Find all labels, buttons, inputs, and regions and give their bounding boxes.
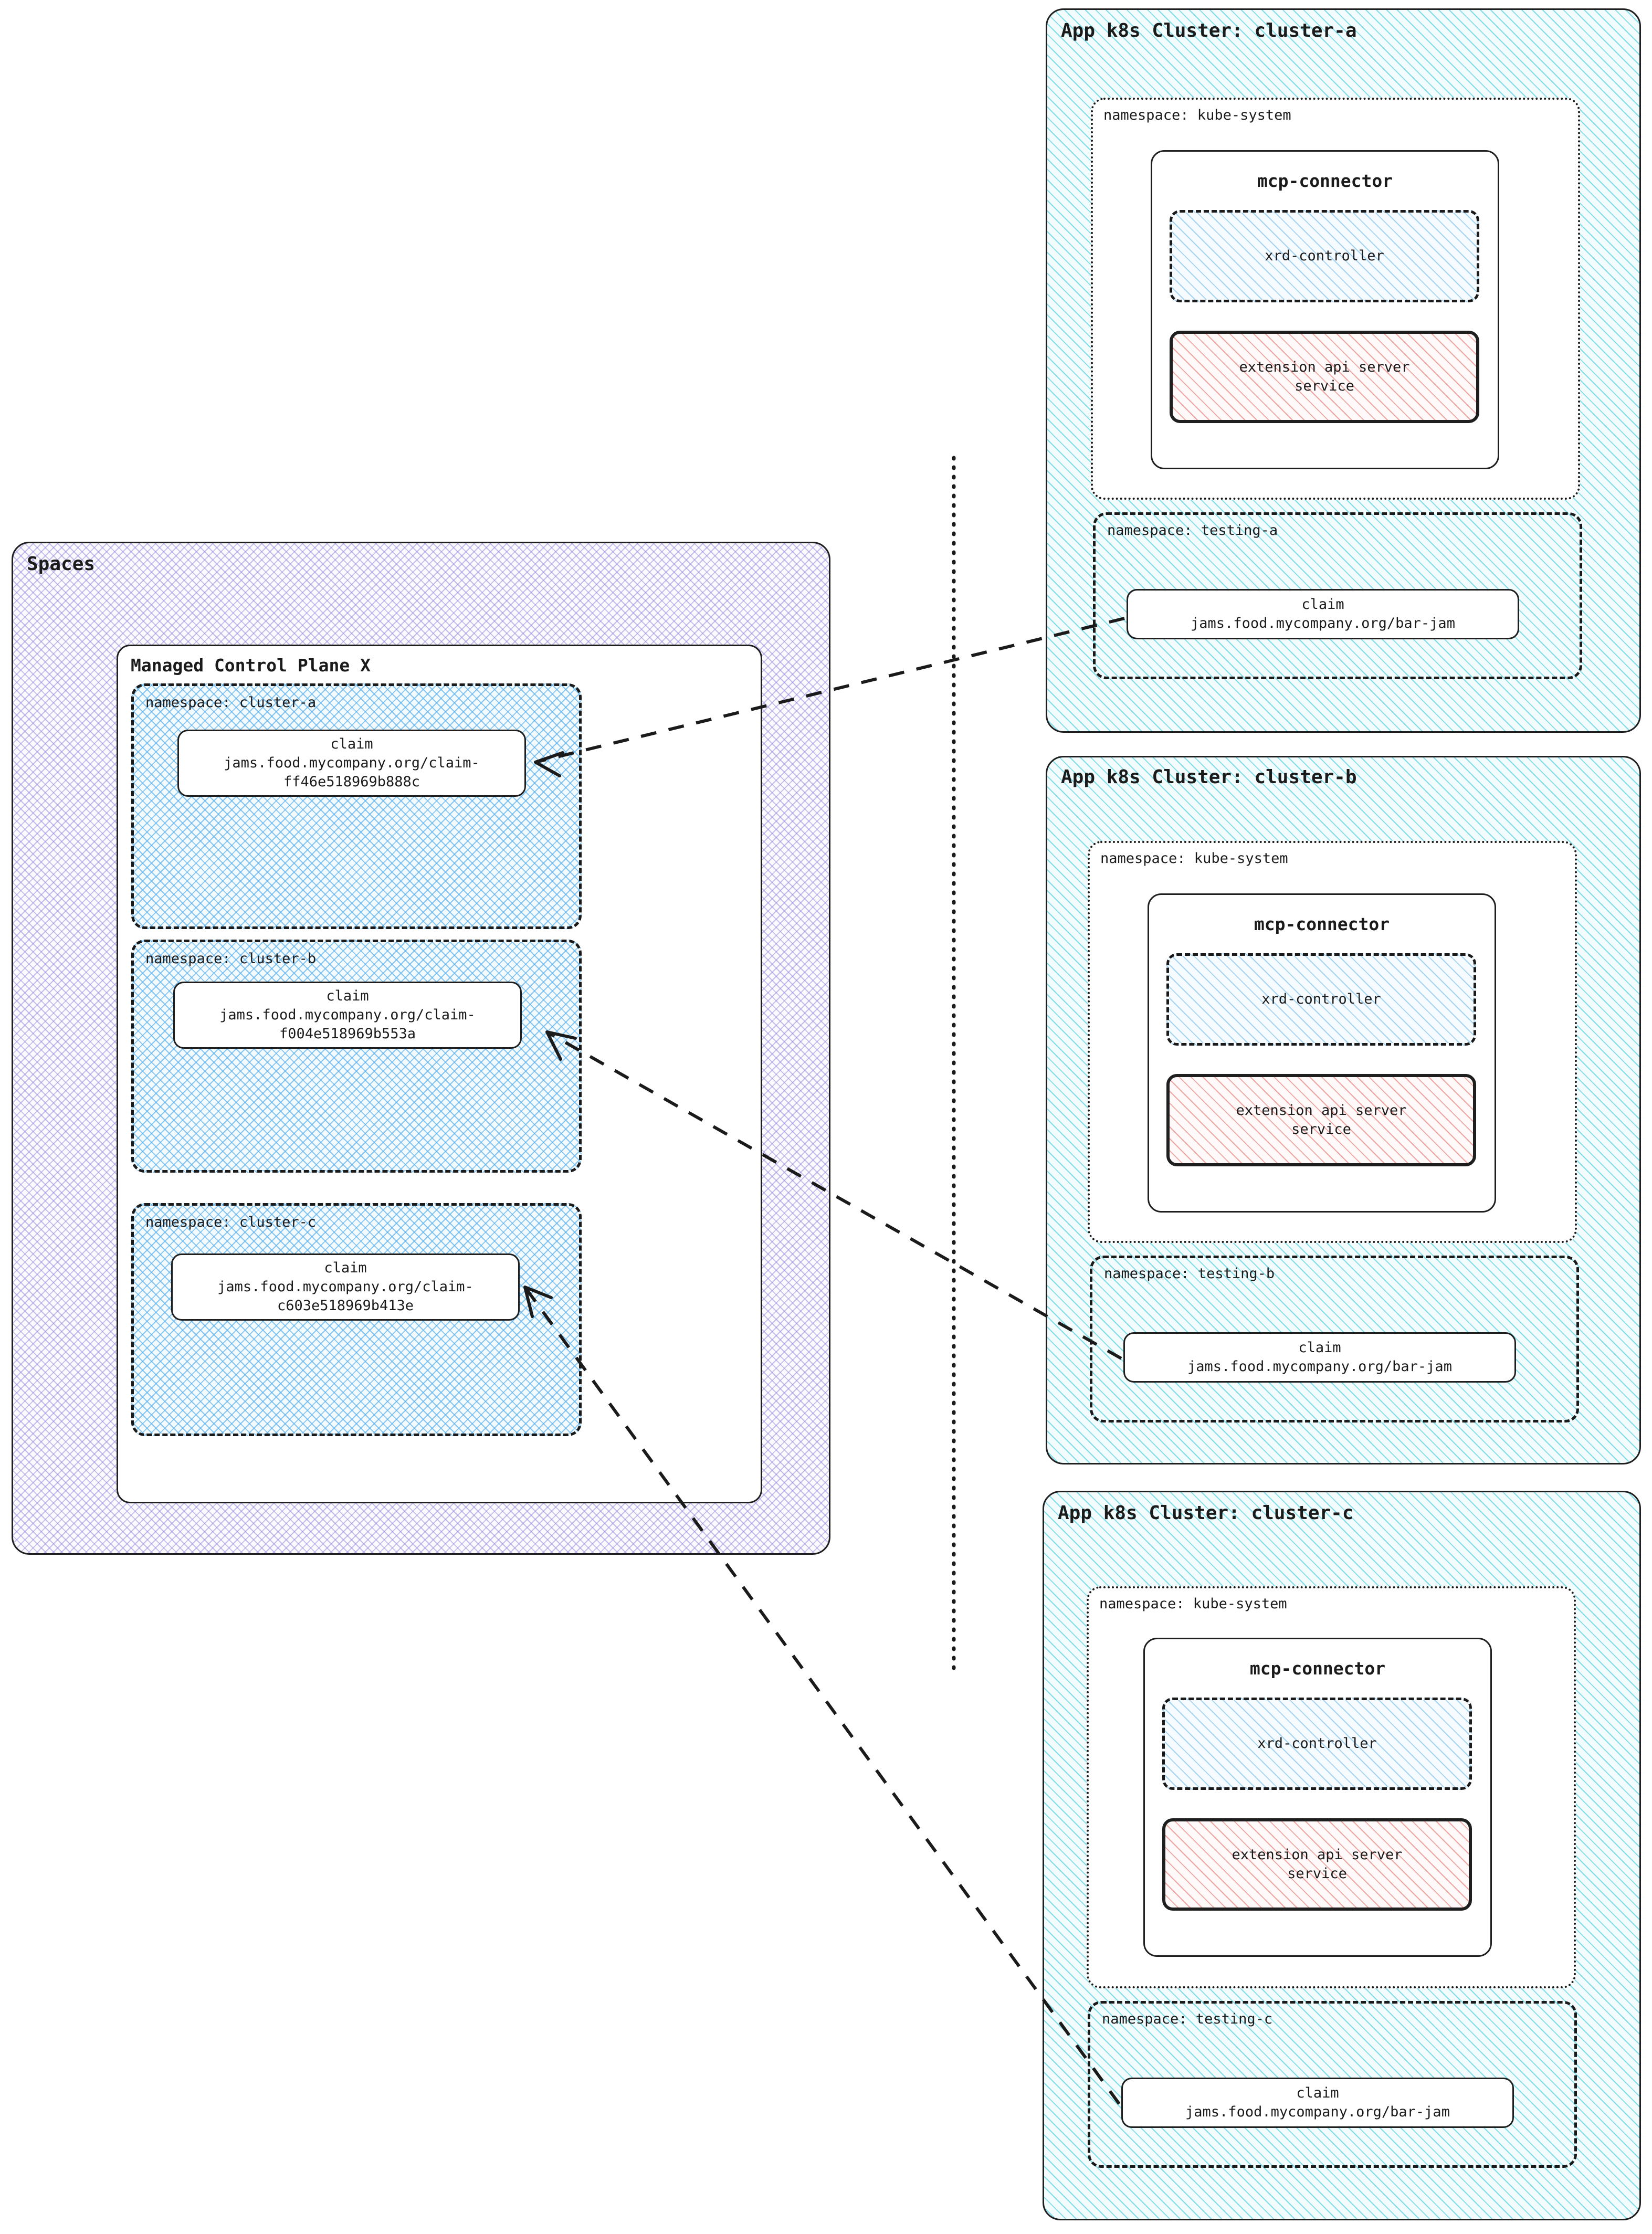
claim-ref: jams.food.mycompany.org/bar-jam: [1191, 615, 1455, 631]
testing-namespace-label-a: namespace: testing-a: [1107, 522, 1278, 539]
claim-box-cluster-a[interactable]: claim jams.food.mycompany.org/claim- ff4…: [177, 730, 526, 797]
testing-namespace-label-c: namespace: testing-c: [1102, 2011, 1273, 2027]
claim-ref-line2: f004e518969b553a: [279, 1026, 416, 1042]
app-cluster-c-title: App k8s Cluster: cluster-c: [1058, 1502, 1354, 1524]
mcp-connector-label-a: mcp-connector: [1257, 171, 1393, 191]
namespace-cluster-a: namespace: cluster-a: [131, 683, 582, 929]
claim-kind: claim: [324, 1259, 367, 1276]
spaces-label: Spaces: [27, 553, 96, 575]
kube-system-label-c: namespace: kube-system: [1099, 1596, 1287, 1612]
claim-box-cluster-c[interactable]: claim jams.food.mycompany.org/claim- c60…: [171, 1253, 520, 1321]
claim-kind: claim: [1296, 2084, 1339, 2101]
claim-text-testing-c: claim jams.food.mycompany.org/bar-jam: [1123, 2079, 1512, 2126]
claim-kind: claim: [1298, 1339, 1341, 1356]
extension-api-server-a: extension api server service: [1170, 331, 1479, 423]
claim-ref-line2: ff46e518969b888c: [283, 774, 420, 791]
extension-api-server-label-a: extension api server service: [1173, 334, 1476, 420]
xrd-controller-label-c: xrd-controller: [1257, 1735, 1377, 1752]
claim-kind: claim: [1301, 596, 1344, 613]
claim-ref-line1: jams.food.mycompany.org/claim-: [224, 754, 480, 771]
xrd-controller-label-a: xrd-controller: [1265, 247, 1384, 264]
app-cluster-a-title: App k8s Cluster: cluster-a: [1061, 20, 1357, 41]
testing-namespace-a: namespace: testing-a: [1093, 512, 1582, 679]
apiserver-line1: extension api server: [1236, 1102, 1407, 1119]
claim-box-cluster-b[interactable]: claim jams.food.mycompany.org/claim- f00…: [173, 982, 522, 1049]
claim-box-testing-c[interactable]: claim jams.food.mycompany.org/bar-jam: [1121, 2078, 1514, 2128]
managed-control-plane-label: Managed Control Plane X: [131, 655, 371, 676]
claim-kind: claim: [326, 987, 369, 1004]
extension-api-server-label-b: extension api server service: [1170, 1077, 1473, 1163]
apiserver-line2: service: [1295, 378, 1354, 394]
testing-namespace-label-b: namespace: testing-b: [1104, 1266, 1275, 1282]
xrd-controller-c: xrd-controller: [1162, 1698, 1472, 1790]
apiserver-line1: extension api server: [1232, 1846, 1403, 1863]
claim-ref-line1: jams.food.mycompany.org/claim-: [219, 1006, 476, 1023]
apiserver-line2: service: [1291, 1121, 1351, 1137]
claim-ref: jams.food.mycompany.org/bar-jam: [1187, 1358, 1452, 1375]
mcp-connector-label-b: mcp-connector: [1254, 914, 1390, 934]
claim-ref-line1: jams.food.mycompany.org/claim-: [217, 1278, 473, 1295]
claim-text-cluster-b: claim jams.food.mycompany.org/claim- f00…: [175, 983, 520, 1047]
claim-ref-line2: c603e518969b413e: [277, 1298, 414, 1314]
claim-ref: jams.food.mycompany.org/bar-jam: [1185, 2104, 1450, 2120]
kube-system-label-b: namespace: kube-system: [1100, 850, 1288, 867]
claim-kind: claim: [330, 735, 373, 752]
claim-box-testing-b[interactable]: claim jams.food.mycompany.org/bar-jam: [1123, 1332, 1516, 1383]
apiserver-line1: extension api server: [1239, 359, 1410, 375]
extension-api-server-label-c: extension api server service: [1165, 1821, 1469, 1908]
namespace-cluster-a-label: namespace: cluster-a: [145, 694, 317, 711]
mcp-connector-label-c: mcp-connector: [1249, 1658, 1386, 1679]
extension-api-server-c: extension api server service: [1162, 1818, 1472, 1911]
namespace-cluster-b-label: namespace: cluster-b: [145, 951, 317, 967]
claim-text-cluster-a: claim jams.food.mycompany.org/claim- ff4…: [179, 731, 524, 795]
claim-text-testing-a: claim jams.food.mycompany.org/bar-jam: [1128, 591, 1518, 638]
namespace-cluster-b: namespace: cluster-b: [131, 940, 582, 1173]
claim-text-cluster-c: claim jams.food.mycompany.org/claim- c60…: [173, 1255, 518, 1319]
claim-text-testing-b: claim jams.food.mycompany.org/bar-jam: [1125, 1334, 1514, 1381]
apiserver-line2: service: [1287, 1866, 1347, 1882]
extension-api-server-b: extension api server service: [1166, 1074, 1476, 1166]
xrd-controller-a: xrd-controller: [1170, 210, 1479, 302]
app-cluster-b-title: App k8s Cluster: cluster-b: [1061, 766, 1357, 788]
kube-system-label-a: namespace: kube-system: [1103, 107, 1291, 123]
namespace-cluster-c-label: namespace: cluster-c: [145, 1214, 317, 1230]
xrd-controller-label-b: xrd-controller: [1261, 990, 1381, 1007]
claim-box-testing-a[interactable]: claim jams.food.mycompany.org/bar-jam: [1127, 589, 1519, 639]
xrd-controller-b: xrd-controller: [1166, 953, 1476, 1046]
